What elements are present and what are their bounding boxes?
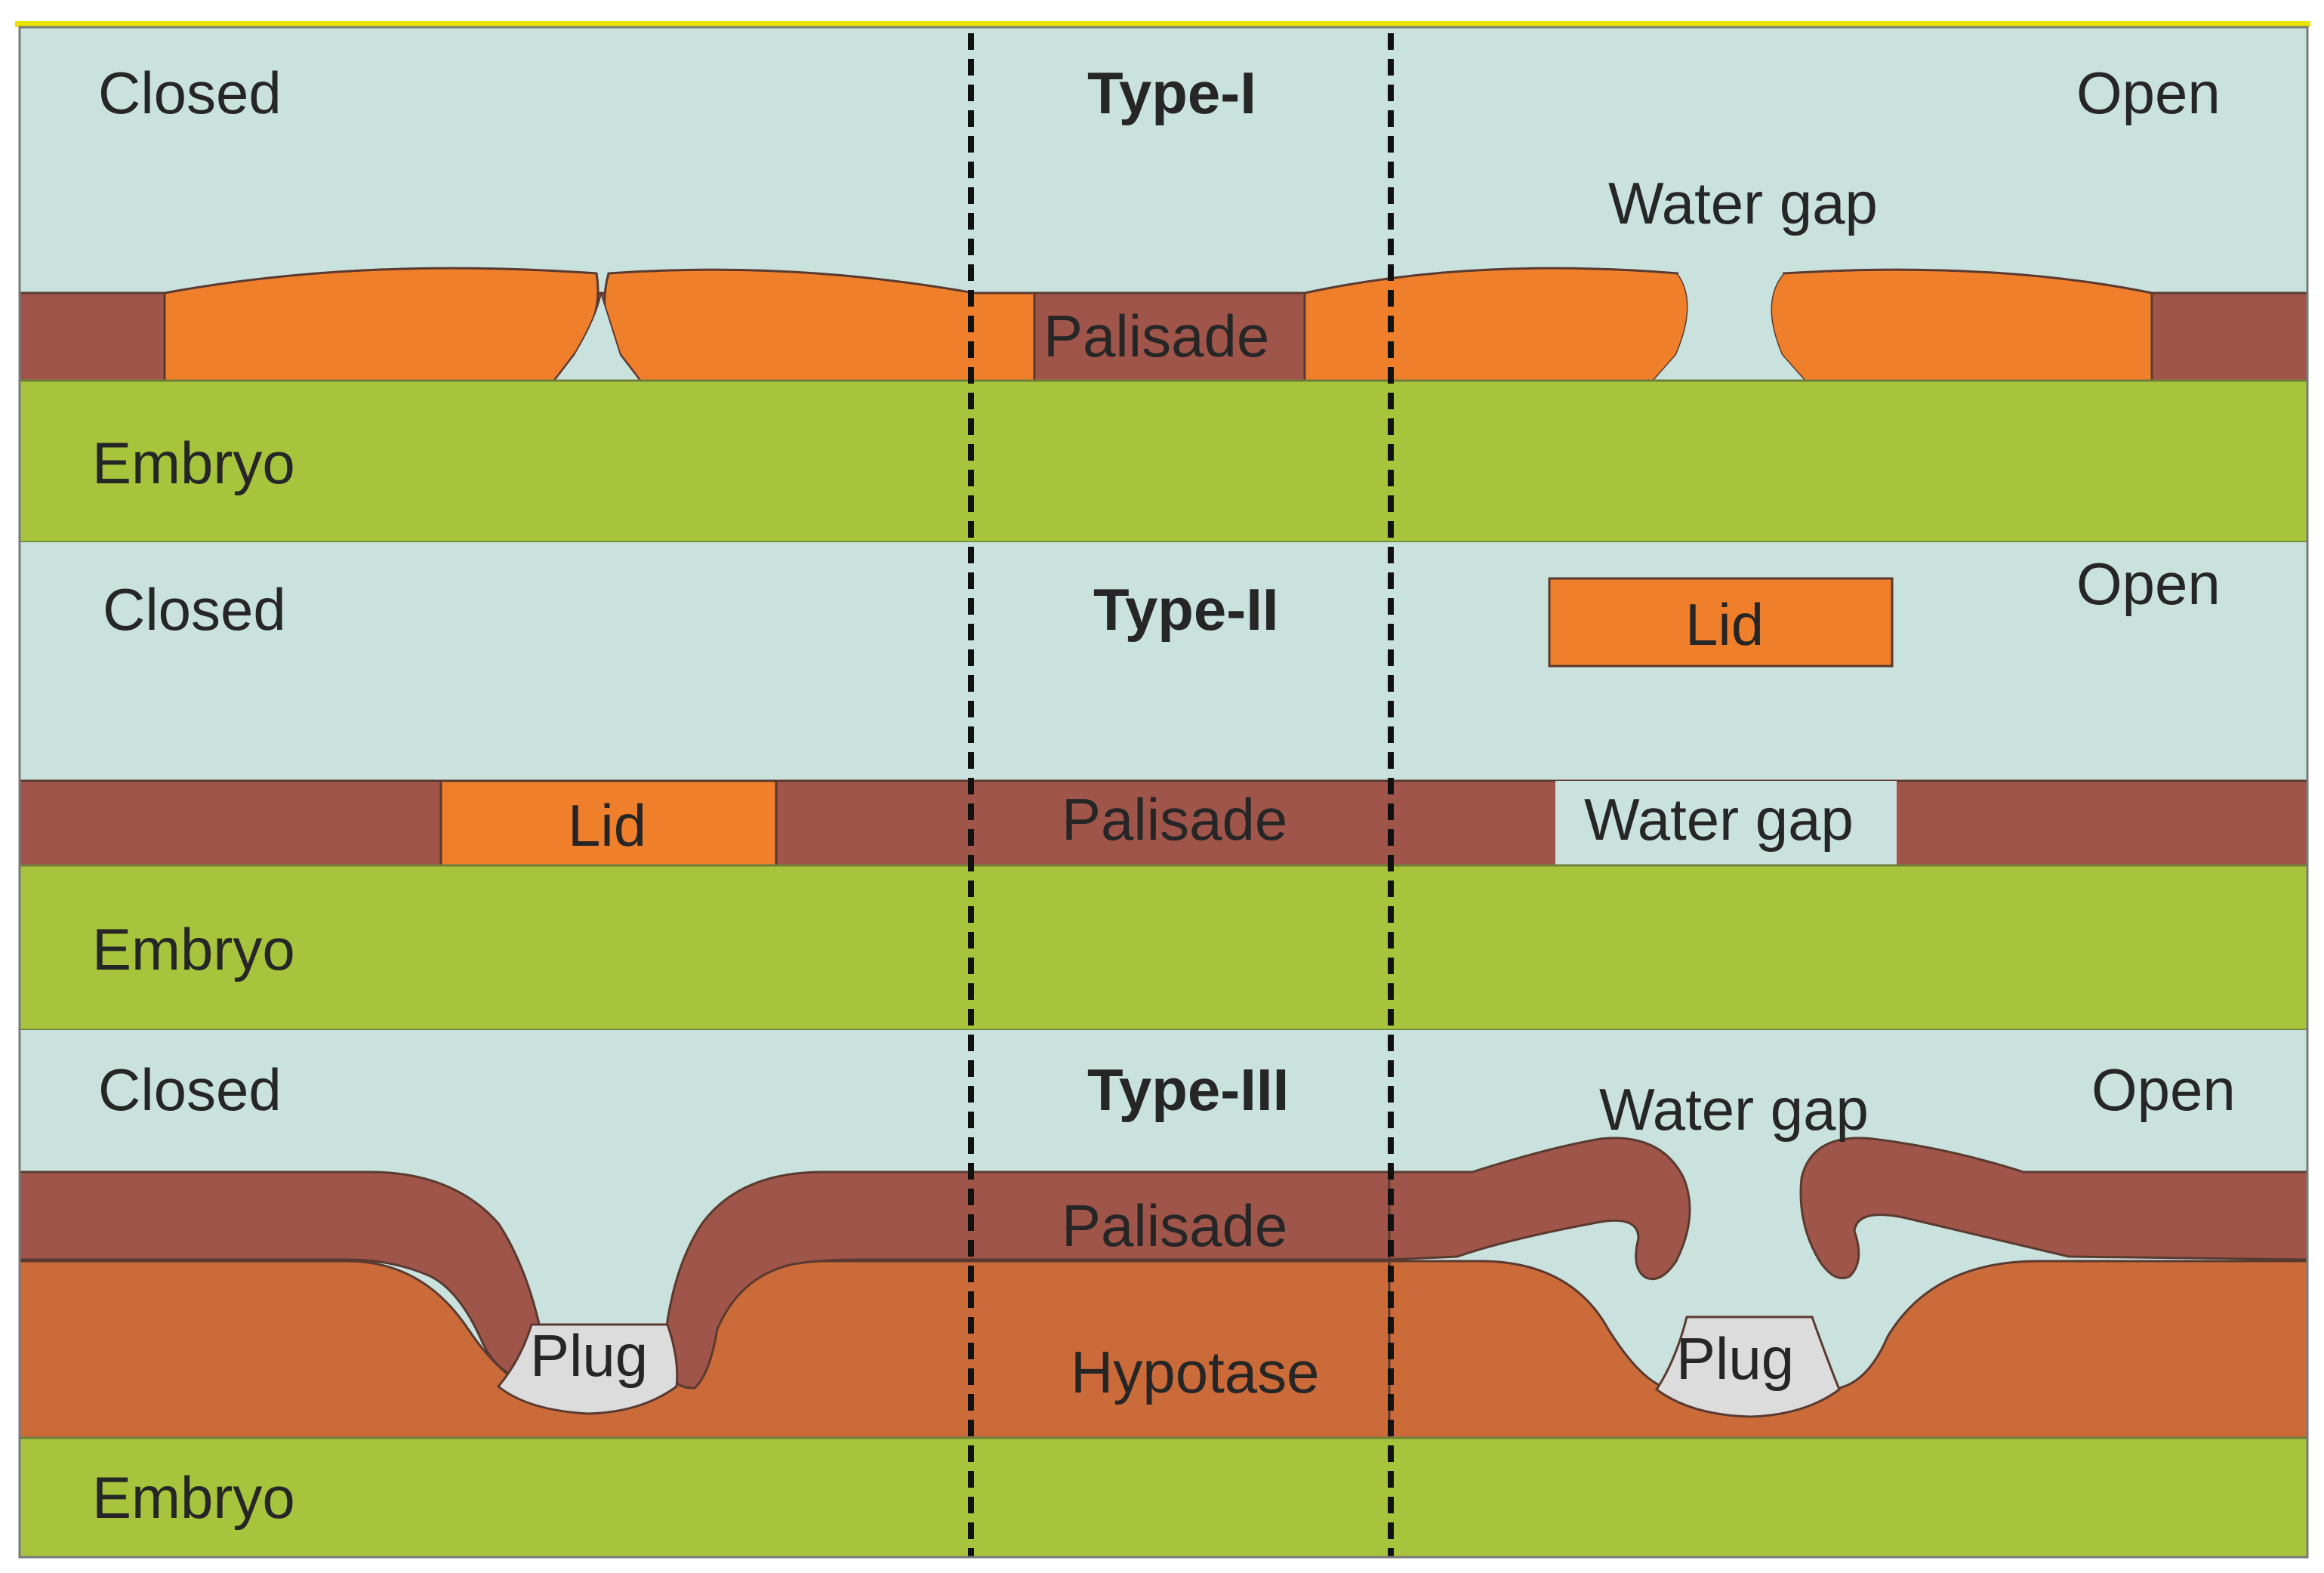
- type3-palisade-label: Palisade: [1062, 1192, 1287, 1259]
- type2-lid-closed-label: Lid: [568, 792, 646, 859]
- type3-palisade-closed-right: [663, 1170, 1391, 1389]
- type1-closed-cap-left: [163, 267, 599, 382]
- type3-embryo: [18, 1436, 2309, 1559]
- type2-embryo: [18, 864, 2309, 1032]
- type1-closed-label: Closed: [98, 60, 282, 126]
- type1-embryo-label: Embryo: [92, 430, 295, 496]
- type1-closed-gap: [552, 292, 643, 381]
- frame-top-edge: [15, 21, 2310, 27]
- type2-lid-open-label: Lid: [1685, 591, 1764, 658]
- type3-plug-open: [1654, 1315, 1841, 1418]
- type3-title: Type-III: [1087, 1056, 1289, 1123]
- type3-palisade-open-right: [1799, 1137, 2309, 1279]
- type1-palisade-label: Palisade: [1043, 303, 1269, 369]
- type2-lid-open: [1548, 577, 1894, 668]
- type1-panel: Closed Type-I Open Water gap Palisade Em…: [18, 27, 2309, 544]
- type1-water-gap-label: Water gap: [1608, 170, 1878, 236]
- type1-open-gap: [1654, 273, 1805, 381]
- type2-closed-label: Closed: [103, 576, 286, 643]
- type2-palisade-label: Palisade: [1062, 786, 1287, 853]
- type2-water-gap: [1555, 781, 1897, 865]
- outer-frame: [18, 26, 2309, 1559]
- type3-plug-closed: [496, 1323, 679, 1415]
- type3-hypotase-label: Hypotase: [1071, 1339, 1320, 1405]
- type2-open-label: Open: [2076, 551, 2221, 617]
- type1-open-cap-left: [1303, 267, 1689, 382]
- type3-open-label: Open: [2091, 1056, 2236, 1123]
- type3-panel: Closed Type-III Open Water gap Palisade …: [18, 1030, 2309, 1559]
- type1-embryo: [18, 379, 2309, 544]
- type3-palisade-open-left: [1388, 1137, 1691, 1281]
- type3-plug-open-label: Plug: [1676, 1325, 1794, 1392]
- type3-plug-closed-label: Plug: [530, 1322, 648, 1389]
- type2-panel: Closed Type-II Open Lid Lid Palisade Wat…: [18, 542, 2309, 1032]
- type3-water-gap-label: Water gap: [1599, 1076, 1869, 1143]
- type1-title: Type-I: [1087, 60, 1256, 126]
- type2-water-gap-label: Water gap: [1584, 786, 1854, 853]
- type3-closed-label: Closed: [98, 1056, 282, 1123]
- type1-sky: [20, 27, 2307, 301]
- type2-sky: [20, 542, 2307, 782]
- type2-title: Type-II: [1093, 576, 1279, 643]
- type1-open-label: Open: [2076, 60, 2221, 126]
- type1-open-cap-right: [1770, 268, 2153, 382]
- type2-lid-closed: [439, 779, 778, 867]
- type2-embryo-label: Embryo: [92, 916, 295, 982]
- type3-embryo-label: Embryo: [92, 1464, 295, 1531]
